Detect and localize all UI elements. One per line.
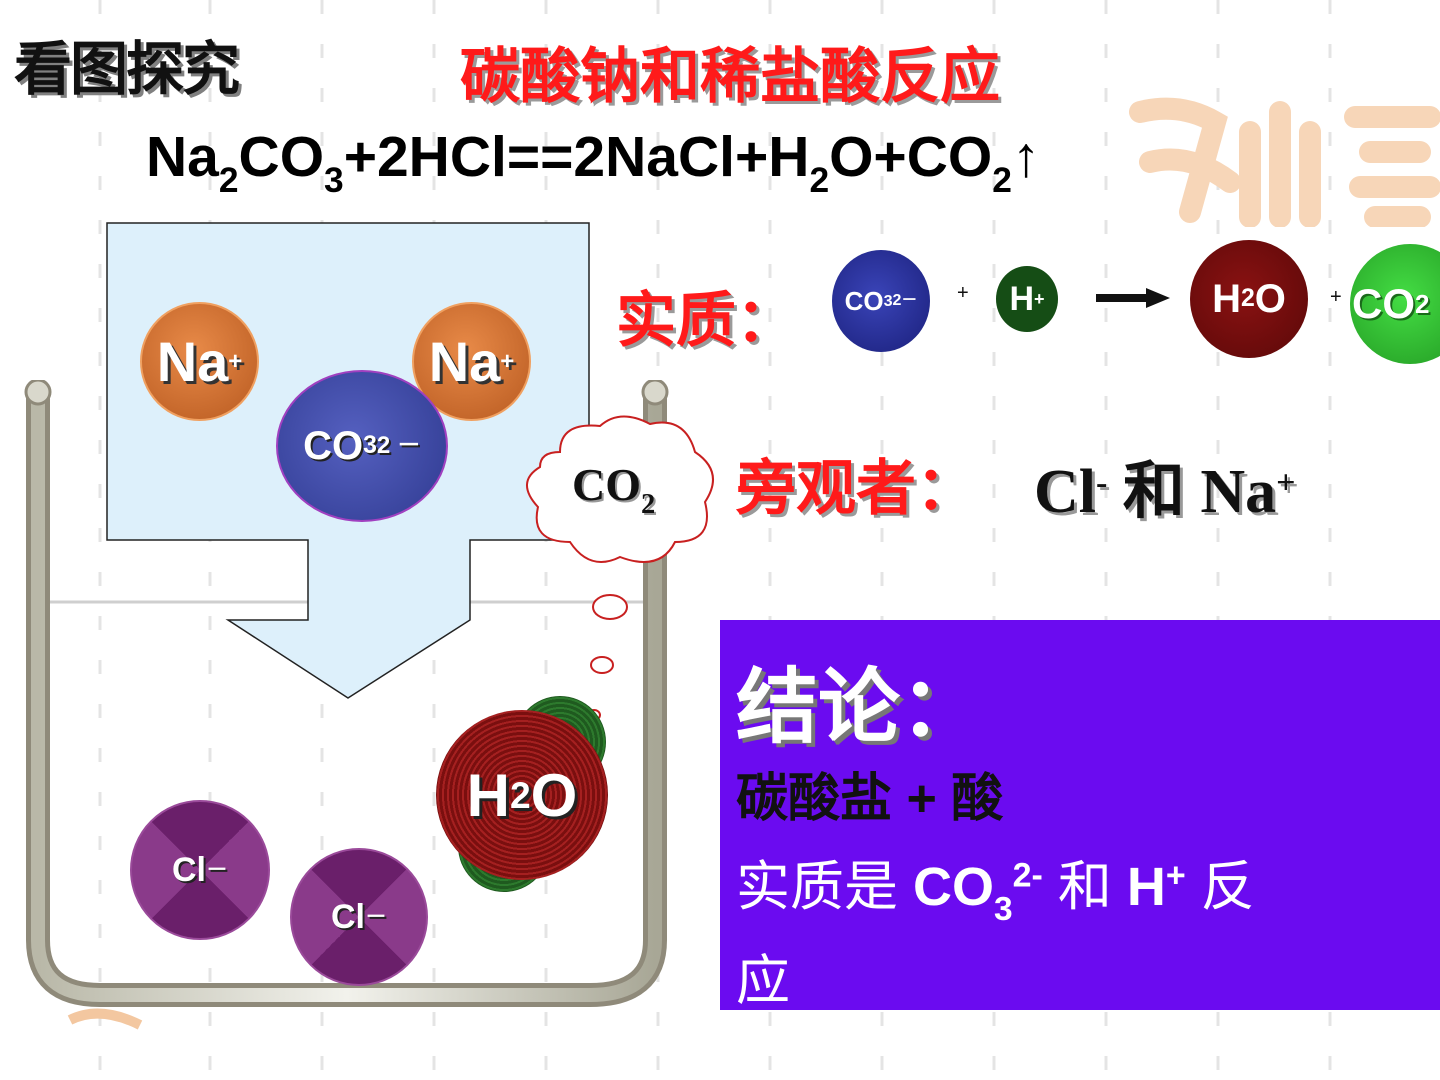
conclusion-panel: 结论： 碳酸盐 + 酸 实质是 CO32- 和 H+ 反 应 bbox=[720, 620, 1440, 1011]
essence-arrow-icon bbox=[1096, 288, 1170, 308]
chloride-ion-left: Cl－ bbox=[130, 800, 270, 940]
page-heading: 看图探究 bbox=[14, 37, 240, 102]
beaker-illustration bbox=[24, 380, 669, 1030]
watermark-decoration bbox=[1129, 97, 1440, 227]
sodium-ion-left: Na+ bbox=[140, 302, 259, 421]
essence-plus-1: + bbox=[957, 282, 969, 304]
chloride-ion-right: Cl－ bbox=[290, 848, 428, 986]
conclusion-title: 结论： bbox=[736, 662, 983, 753]
essence-label: 实质： bbox=[616, 287, 796, 354]
chemical-equation: Na2CO3+2HCl==2NaCl+H2O+CO2↑ bbox=[146, 125, 1041, 200]
bystander-label: 旁观者： bbox=[736, 455, 976, 522]
essence-plus-2: + bbox=[1330, 286, 1342, 308]
page-title: 碳酸钠和稀盐酸反应 bbox=[460, 43, 1000, 110]
conclusion-line-1: 碳酸盐 + 酸 bbox=[736, 770, 1004, 828]
conclusion-line-3: 应 bbox=[736, 951, 790, 1011]
conclusion-line-2: 实质是 CO32- 和 H+ 反 bbox=[736, 856, 1255, 929]
bystander-ions: Cl- 和 Na+ bbox=[1034, 458, 1296, 526]
bubble-co2-label: CO2 bbox=[572, 459, 656, 520]
essence-hydrogen-ion: H+ bbox=[996, 266, 1058, 332]
